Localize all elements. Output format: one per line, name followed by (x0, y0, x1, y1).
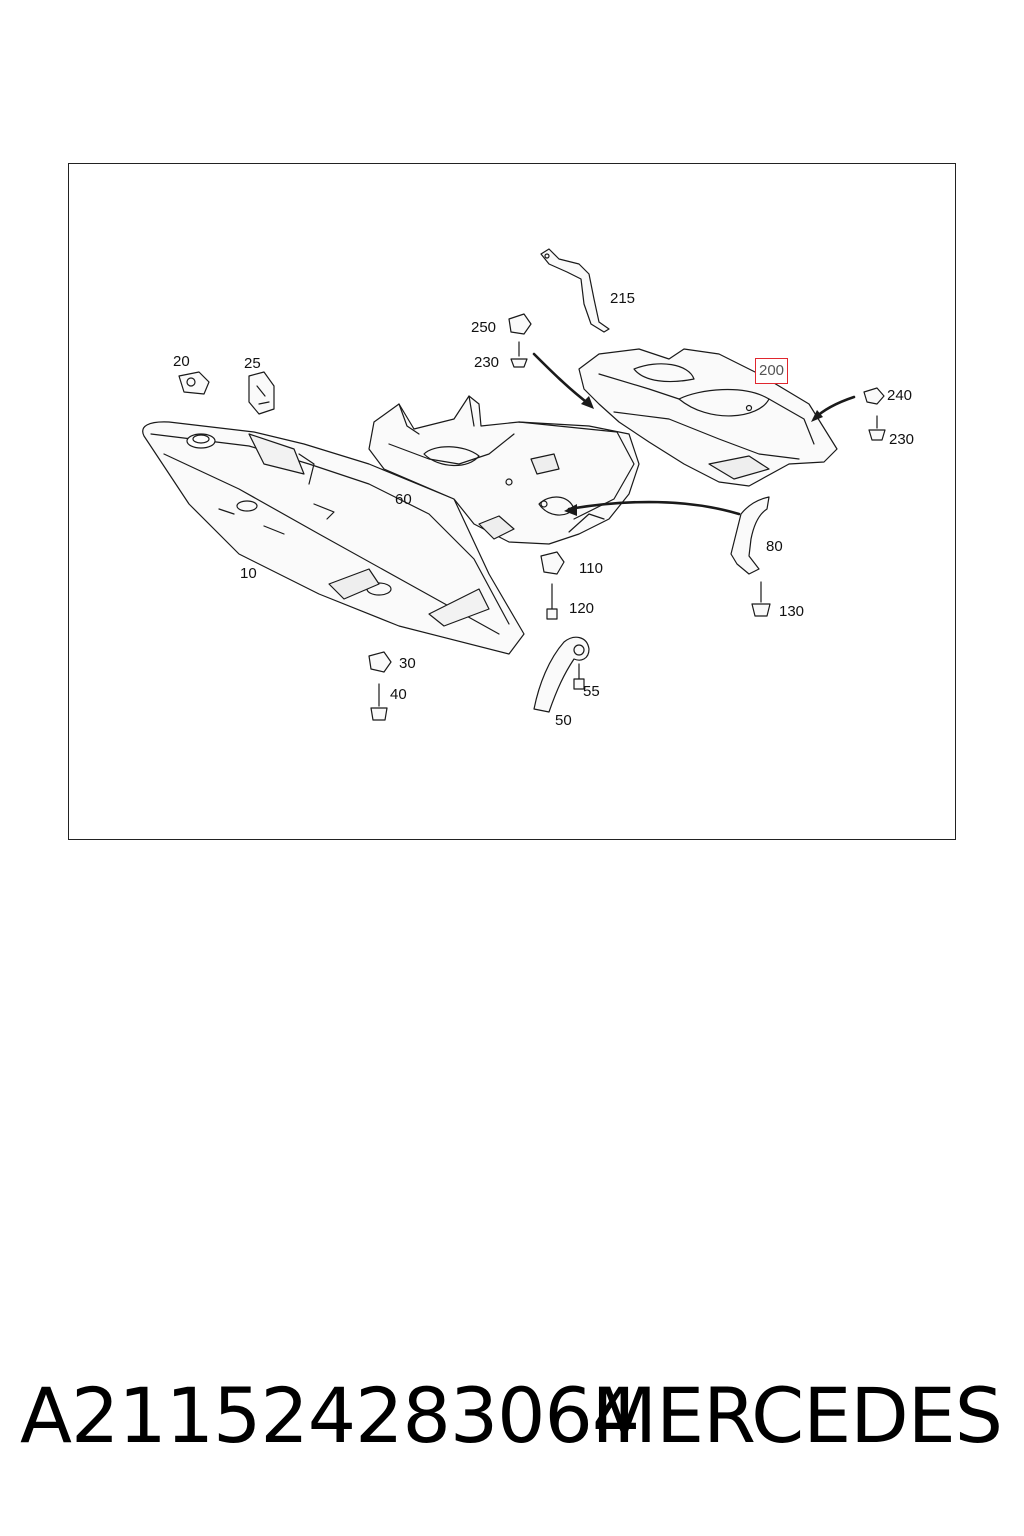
callout-240: 240 (887, 387, 913, 404)
bolt-130-part (751, 581, 771, 617)
screw-55-part (573, 663, 585, 690)
arrow-heads (564, 396, 823, 516)
callout-250: 250 (471, 319, 497, 336)
bracket-215-part (540, 248, 610, 333)
callout-230-right: 230 (889, 431, 915, 448)
part-number: A211524283064 (20, 1371, 640, 1460)
clip-25-part (248, 371, 275, 415)
screw-40-part (370, 683, 388, 721)
callout-230-top: 230 (474, 354, 500, 371)
nut-110-part (540, 551, 565, 575)
bracket-80-part (730, 496, 770, 575)
bolt-120-part (546, 583, 558, 620)
screw-230-top-part (510, 341, 528, 368)
callout-55: 55 (583, 683, 600, 700)
footer-caption: A211524283064 MERCEDES (0, 1378, 1024, 1468)
callout-25: 25 (244, 355, 261, 372)
callout-200-highlighted: 200 (755, 358, 789, 384)
strap-50-part (533, 636, 590, 713)
callout-120: 120 (569, 600, 595, 617)
callout-215: 215 (610, 290, 636, 307)
clip-20-part (178, 371, 210, 395)
callout-60: 60 (395, 491, 412, 508)
clip-250-part (508, 313, 532, 335)
exploded-parts-drawing (142, 248, 886, 721)
callout-30: 30 (399, 655, 416, 672)
parts-diagram-frame: 215 250 230 200 240 230 20 25 60 10 80 1… (68, 163, 956, 840)
callout-20: 20 (173, 353, 190, 370)
front-underbody-panel-part (142, 421, 525, 655)
screw-230-right-part (868, 415, 886, 441)
clip-30-part (368, 651, 392, 673)
clip-240-part (863, 387, 885, 405)
callout-50: 50 (555, 712, 572, 729)
brand-name: MERCEDES (591, 1371, 1003, 1460)
callout-110: 110 (579, 560, 603, 577)
callout-40: 40 (390, 686, 407, 703)
callout-130: 130 (779, 603, 805, 620)
callout-80: 80 (766, 538, 783, 555)
callout-10: 10 (240, 565, 257, 582)
